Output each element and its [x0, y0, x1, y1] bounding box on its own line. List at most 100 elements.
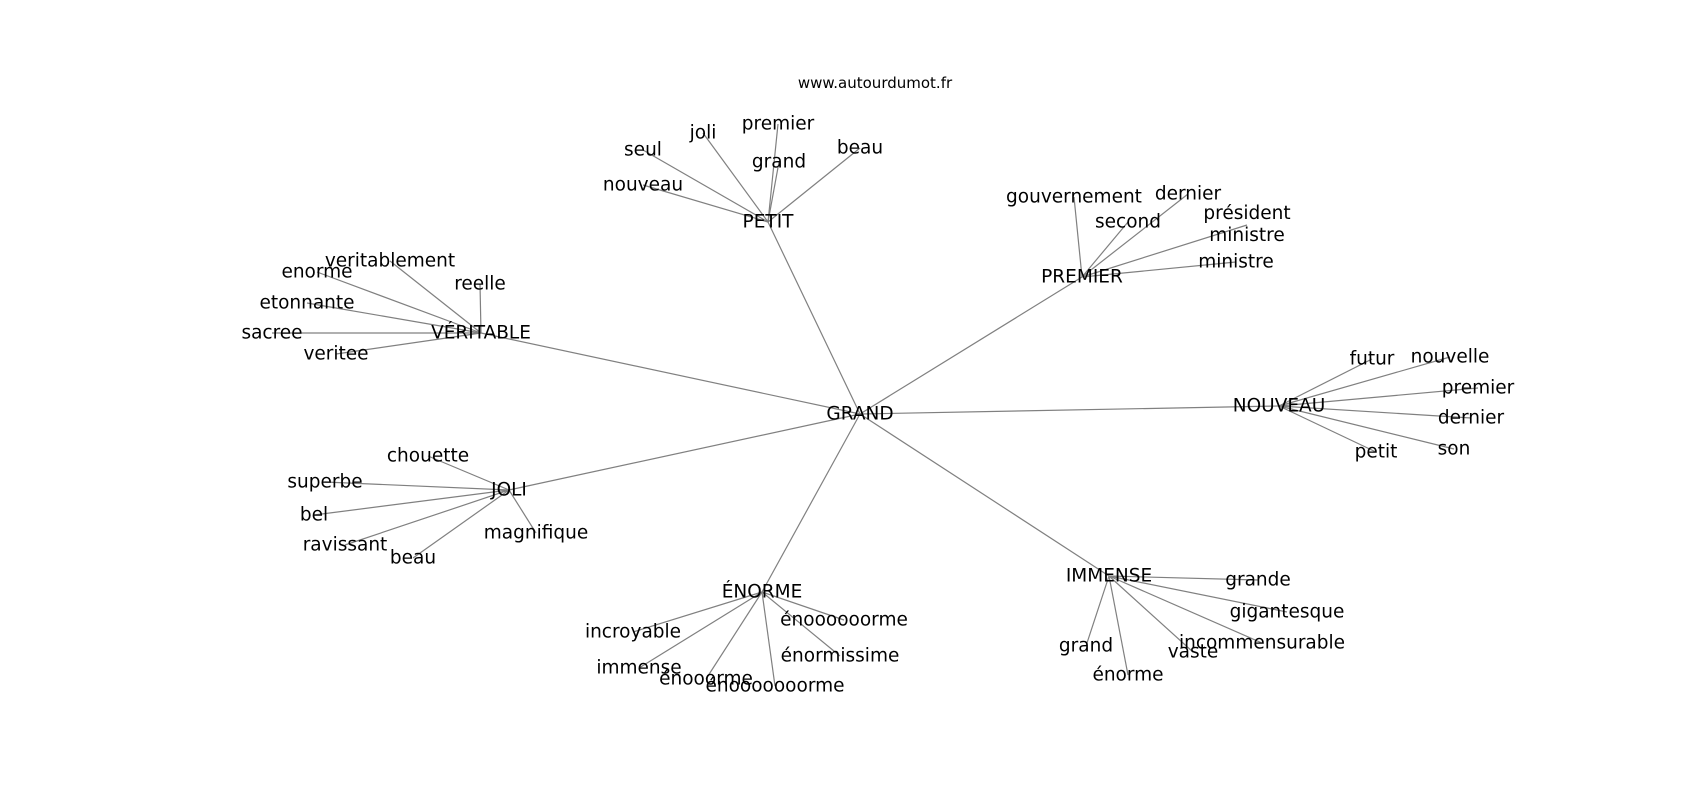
leaf-petit-1[interactable]: joli — [689, 123, 717, 144]
edge-joli-leaf — [427, 455, 510, 491]
leaf-immense-2[interactable]: incommensurable — [1179, 633, 1345, 654]
leaf-joli-0[interactable]: chouette — [387, 446, 469, 467]
leaf-immense-5[interactable]: énorme — [1092, 665, 1163, 686]
edge-premier-leaf — [1073, 196, 1083, 278]
leaf-petit-5[interactable]: nouveau — [603, 175, 683, 196]
edge-veritable-leaf — [389, 260, 482, 334]
hub-immense[interactable]: IMMENSE — [1066, 566, 1152, 587]
edge-nouveau-leaf — [1278, 405, 1472, 419]
leaf-joli-4[interactable]: beau — [390, 548, 436, 569]
edge-immense-leaf — [1085, 575, 1110, 647]
hub-nouveau[interactable]: NOUVEAU — [1233, 396, 1325, 417]
edge-enorme-leaf — [761, 591, 841, 657]
leaf-premier-1[interactable]: dernier — [1155, 184, 1222, 205]
leaf-joli-2[interactable]: bel — [300, 505, 328, 526]
leaf-nouveau-3[interactable]: dernier — [1438, 408, 1505, 429]
leaf-enorme-3[interactable]: immense — [596, 658, 681, 679]
edge-enorme-leaf — [632, 591, 763, 633]
leaf-immense-3[interactable]: vaste — [1168, 642, 1219, 663]
edge-premier-leaf — [1081, 193, 1189, 278]
hub-petit[interactable]: PETIT — [743, 212, 795, 233]
edge-center-petit — [767, 221, 861, 415]
leaf-joli-1[interactable]: superbe — [287, 472, 362, 493]
edge-premier-leaf — [1081, 261, 1237, 278]
edge-nouveau-leaf — [1278, 387, 1479, 407]
leaf-joli-5[interactable]: magnifique — [484, 523, 588, 544]
edge-center-enorme — [761, 413, 861, 593]
edge-veritable-leaf — [306, 302, 482, 334]
edge-petit-leaf — [642, 184, 769, 223]
edge-joli-leaf — [344, 489, 510, 546]
hub-joli[interactable]: JOLI — [490, 480, 527, 501]
leaf-nouveau-1[interactable]: nouvelle — [1411, 347, 1490, 368]
leaf-nouveau-2[interactable]: premier — [1442, 378, 1515, 399]
edge-nouveau-leaf — [1278, 356, 1451, 407]
center-node[interactable]: GRAND — [826, 404, 893, 425]
leaf-immense-4[interactable]: grand — [1059, 636, 1113, 657]
hub-veritable[interactable]: VÉRITABLE — [431, 322, 531, 344]
leaf-line: président — [1203, 203, 1290, 224]
leaf-premier-2[interactable]: second — [1095, 212, 1161, 233]
edge-center-immense — [859, 413, 1110, 577]
leaf-veritable-3[interactable]: etonnante — [259, 293, 354, 314]
edge-veritable-leaf — [335, 332, 482, 355]
leaf-petit-2[interactable]: premier — [742, 114, 815, 135]
leaf-immense-0[interactable]: grande — [1225, 570, 1291, 591]
edge-nouveau-leaf — [1278, 405, 1455, 450]
leaf-veritable-2[interactable]: reelle — [454, 274, 506, 295]
source-label[interactable]: www.autourdumot.fr — [798, 74, 953, 92]
edge-enorme-leaf — [638, 591, 763, 669]
edge-enorme-leaf — [761, 591, 776, 687]
leaf-veritable-1[interactable]: enorme — [281, 262, 352, 283]
edge-joli-leaf — [508, 489, 537, 534]
edge-joli-leaf — [412, 489, 510, 559]
edge-petit-leaf — [767, 161, 780, 223]
edge-immense-leaf — [1108, 575, 1288, 613]
leaf-veritable-4[interactable]: sacree — [241, 323, 302, 344]
leaf-petit-0[interactable]: seul — [624, 140, 662, 161]
hub-enorme[interactable]: ÉNORME — [722, 581, 803, 603]
leaf-petit-4[interactable]: beau — [837, 138, 883, 159]
leaf-premier-4[interactable]: ministre — [1198, 252, 1274, 273]
leaf-veritable-5[interactable]: veritee — [303, 344, 368, 365]
leaf-veritable-0[interactable]: veritablement — [325, 251, 455, 272]
edge-petit-leaf — [702, 132, 769, 223]
edge-veritable-leaf — [316, 271, 482, 334]
edge-immense-leaf — [1108, 575, 1129, 676]
graph-labels: www.autourdumot.fr seul joli premier grand b… — [241, 74, 1514, 697]
leaf-enorme-2[interactable]: énormissime — [781, 646, 900, 667]
edge-petit-leaf — [767, 147, 861, 223]
edge-premier-leaf — [1081, 221, 1129, 278]
edge-center-premier — [859, 276, 1083, 415]
edge-center-veritable — [480, 332, 861, 415]
edge-petit-leaf — [642, 149, 769, 223]
edge-nouveau-leaf — [1278, 405, 1377, 453]
hub-premier[interactable]: PREMIER — [1041, 267, 1123, 288]
edge-enorme-leaf — [705, 591, 763, 680]
graph-edges — [272, 123, 1479, 687]
leaf-enorme-4[interactable]: énooorme — [659, 669, 753, 690]
leaf-nouveau-0[interactable]: futur — [1350, 349, 1395, 370]
leaf-immense-1[interactable]: gigantesque — [1230, 602, 1345, 623]
leaf-enorme-5[interactable]: énooooooorme — [705, 676, 844, 697]
edge-immense-leaf — [1108, 575, 1259, 581]
edge-immense-leaf — [1108, 575, 1194, 653]
edge-enorme-leaf — [761, 591, 845, 621]
leaf-petit-3[interactable]: grand — [752, 152, 806, 173]
leaf-enorme-0[interactable]: énoooooorme — [780, 610, 908, 631]
leaf-premier-0[interactable]: gouvernement — [1006, 187, 1142, 208]
edge-petit-leaf — [767, 123, 779, 223]
edge-nouveau-leaf — [1278, 358, 1373, 407]
leaf-line: ministre — [1209, 225, 1285, 246]
edge-center-nouveau — [859, 405, 1280, 415]
edge-premier-leaf — [1081, 224, 1248, 278]
edge-veritable-leaf — [479, 283, 482, 334]
leaf-joli-3[interactable]: ravissant — [303, 535, 388, 556]
leaf-nouveau-5[interactable]: son — [1438, 439, 1471, 460]
edge-joli-leaf — [324, 481, 510, 491]
leaf-enorme-1[interactable]: incroyable — [585, 622, 681, 643]
leaf-nouveau-4[interactable]: petit — [1355, 442, 1398, 463]
edge-joli-leaf — [313, 489, 510, 516]
